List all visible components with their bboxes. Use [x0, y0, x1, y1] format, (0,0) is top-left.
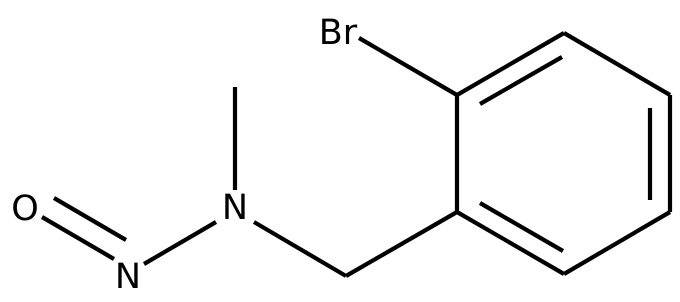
- ring-inner-double-c5-c6: [478, 201, 565, 253]
- oxygen-atom-label: O: [11, 189, 39, 229]
- bond-nitrogen-to-nitroso-nitrogen: [142, 220, 218, 266]
- bromine-atom-label: Br: [319, 13, 358, 53]
- bond-ch2-to-nitrogen: [252, 220, 348, 278]
- ring-bond-c2-c3: [562, 31, 672, 97]
- bond-ring-to-ch2: [344, 210, 459, 278]
- ring-bond-c5-c6: [455, 210, 566, 276]
- amine-nitrogen-atom-label: N: [222, 188, 248, 228]
- nitroso-nitrogen-atom-label: N: [115, 257, 141, 297]
- bond-nitroso-double-inner: [52, 196, 128, 242]
- ring-bond-c1-c2: [455, 31, 566, 97]
- bond-ring-to-bromine: [357, 36, 459, 97]
- ring-inner-double-c1-c2: [478, 55, 564, 106]
- benzene-ring: [454, 31, 673, 276]
- bond-nitroso-double-outer: [40, 215, 116, 261]
- ring-bond-c4-c5: [562, 210, 672, 276]
